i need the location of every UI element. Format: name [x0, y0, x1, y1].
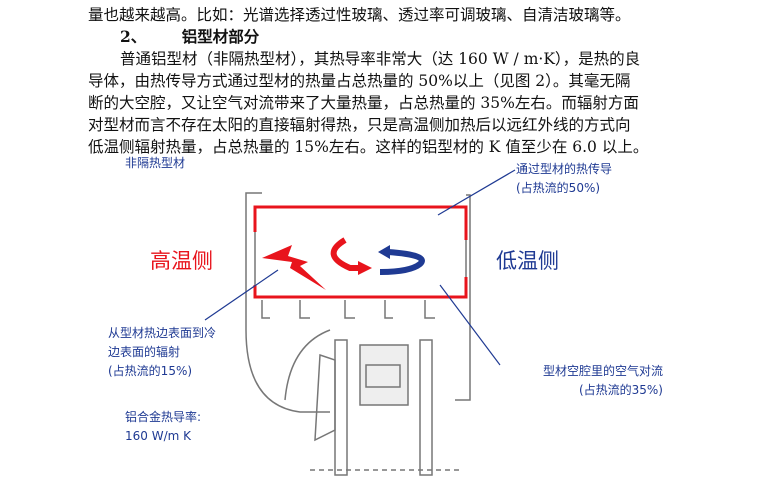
text-line: 普通铝型材（非隔热型材），其热导率非常大（达 160 W / m·K），是热的良	[120, 50, 641, 68]
convection-label: 型材空腔里的空气对流 (占热流的35%)	[513, 362, 663, 400]
label-line: 从型材热边表面到冷	[108, 326, 217, 340]
text-line: 量也越来越高。比如：光谱选择透过性玻璃、透过率可调玻璃、自清洁玻璃等。	[88, 6, 631, 24]
aluminum-profile	[245, 192, 471, 476]
heading-text: 铝型材部分	[181, 27, 260, 46]
heading-number: 2、	[120, 27, 147, 46]
hot-side-label: 高温侧	[150, 249, 213, 273]
conduction-path	[253, 205, 468, 299]
cold-side-label: 低温侧	[496, 249, 559, 273]
label-line: (占热流的50%)	[516, 181, 601, 195]
convection-arrow-red-icon	[330, 237, 360, 271]
label-line: (占热流的35%)	[578, 383, 663, 397]
text-line: 导体，由热传导方式通过型材的热量占总热量的 50%以上（见图 2）。其毫无隔	[88, 72, 631, 90]
label-line: 型材空腔里的空气对流	[542, 364, 663, 378]
conductivity-label: 铝合金热导率: 160 W/m K	[125, 408, 201, 446]
arrowhead-icon	[378, 245, 390, 259]
label-line: 通过型材的热传导	[516, 162, 613, 176]
label-line: 160 W/m K	[125, 429, 191, 443]
arrowhead-icon	[358, 261, 372, 275]
text-line: 对型材而言不存在太阳的直接辐射得热，只是高温侧加热后以远红外线的方式向	[88, 116, 631, 134]
radiation-lightning-icon	[262, 245, 326, 290]
leader-lines	[204, 169, 516, 366]
label-line: 铝合金热导率:	[125, 410, 202, 424]
text-line: 低温侧辐射热量，占总热量的 15%左右。这样的铝型材的 K 值至少在 6.0 以…	[88, 138, 649, 156]
radiation-label: 从型材热边表面到冷 边表面的辐射 (占热流的15%)	[108, 324, 216, 381]
conduction-label: 通过型材的热传导 (占热流的50%)	[516, 160, 612, 198]
figure-title: 非隔热型材	[125, 156, 186, 170]
section-heading: 2、 铝型材部分	[88, 26, 693, 48]
label-line: 边表面的辐射	[108, 345, 181, 359]
text-line: 断的大空腔，又让空气对流带来了大量热量，占总热量的 35%左右。而辐射方面	[88, 94, 639, 112]
body-text: 量也越来越高。比如：光谱选择透过性玻璃、透过率可调玻璃、自清洁玻璃等。 2、 铝…	[88, 4, 693, 158]
label-line: (占热流的15%)	[108, 364, 193, 378]
convection-arrow-blue-icon	[379, 249, 425, 275]
